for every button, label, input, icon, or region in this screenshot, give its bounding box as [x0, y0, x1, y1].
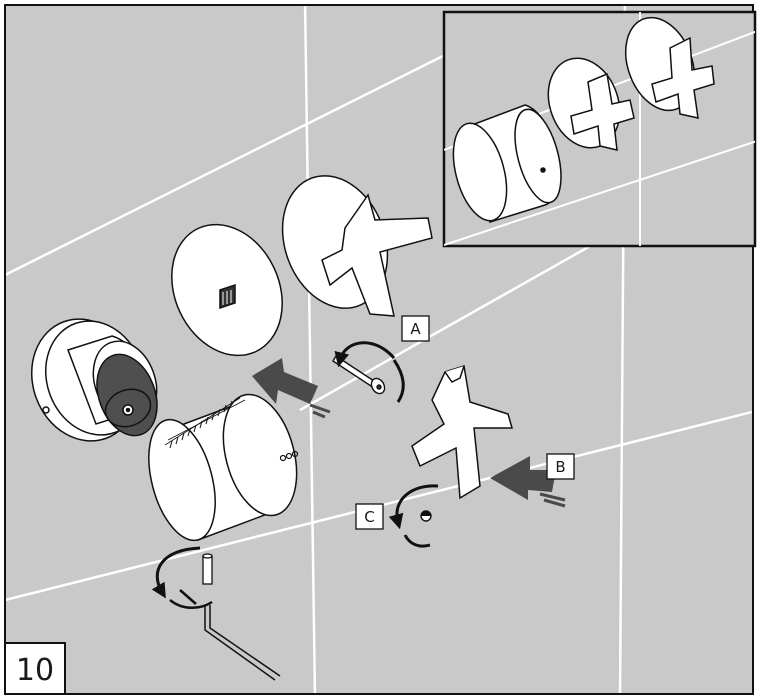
inset-cross-handle-2: [624, 16, 715, 119]
svg-text:C: C: [364, 508, 374, 526]
svg-text:10: 10: [16, 653, 54, 688]
callout-a: A: [401, 315, 430, 342]
push-arrow-right: [490, 456, 566, 508]
svg-text:B: B: [555, 458, 565, 476]
rear-cross-handle: [281, 175, 433, 317]
rotate-arrow-c: [388, 484, 439, 548]
callout-c: C: [355, 503, 384, 530]
diagram-frame: [4, 4, 754, 695]
dial-tick-marks: [169, 400, 233, 449]
rotate-arrow-a: [334, 341, 405, 403]
inset-dial-knob: [452, 104, 562, 223]
callout-b: B: [546, 453, 575, 480]
dial-knob: [148, 393, 299, 542]
cover-cap: [420, 510, 432, 522]
hex-key-tool: [204, 605, 281, 681]
cover-plate: [171, 223, 283, 357]
push-arrow-left: [252, 358, 331, 419]
svg-text:A: A: [410, 320, 421, 338]
locking-pin: [202, 553, 213, 585]
front-cross-handle: [411, 365, 513, 500]
wall-backplate: [30, 318, 158, 442]
inset-assembled-view: [442, 10, 757, 248]
inset-cross-handle-1: [547, 57, 635, 151]
dial-indicator-icon: [279, 450, 299, 462]
step-number-badge: 10: [4, 642, 66, 695]
rotate-arrow-pin: [151, 546, 213, 609]
